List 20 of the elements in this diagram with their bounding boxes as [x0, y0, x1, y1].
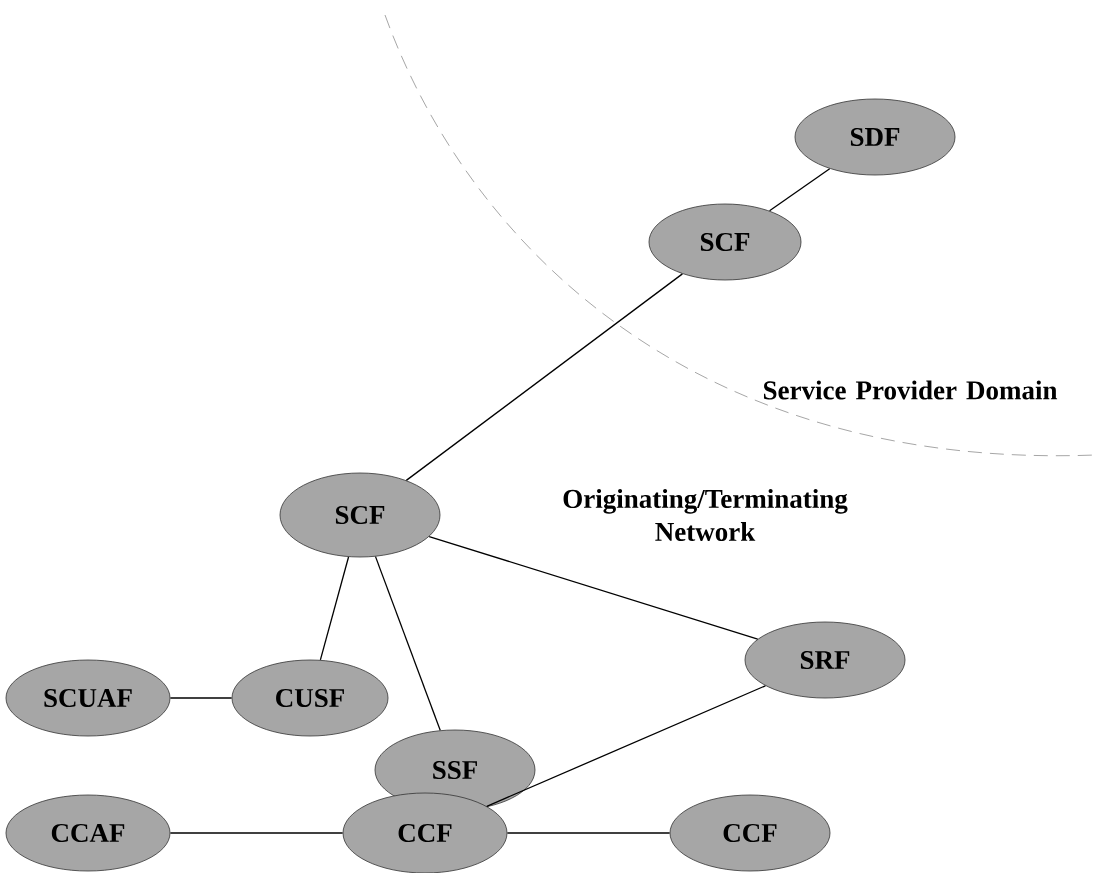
ellipse-node: SCF [648, 203, 802, 281]
ellipse-node: CCAF [5, 794, 171, 872]
ellipse-node: CCF [669, 794, 831, 872]
connector-line [506, 832, 671, 834]
connector-line [428, 535, 759, 640]
connector-line [169, 697, 233, 699]
connector-line [486, 685, 767, 807]
ellipse-node: SCF [279, 472, 441, 558]
connector-line [319, 556, 350, 661]
connector-line [374, 555, 441, 731]
ellipse-node: CUSF [231, 659, 389, 737]
area-label: Originating/Terminating Network [563, 489, 848, 541]
ellipse-node: SRF [744, 621, 906, 699]
connector-line [169, 832, 344, 834]
connector-line [768, 168, 831, 212]
ellipse-node: SCUAF [5, 659, 171, 737]
ellipse-node: CCF [342, 792, 508, 873]
ellipse-node: SDF [794, 98, 956, 176]
connector-line [405, 273, 684, 481]
area-label: Service Provider Domain [764, 380, 1058, 400]
